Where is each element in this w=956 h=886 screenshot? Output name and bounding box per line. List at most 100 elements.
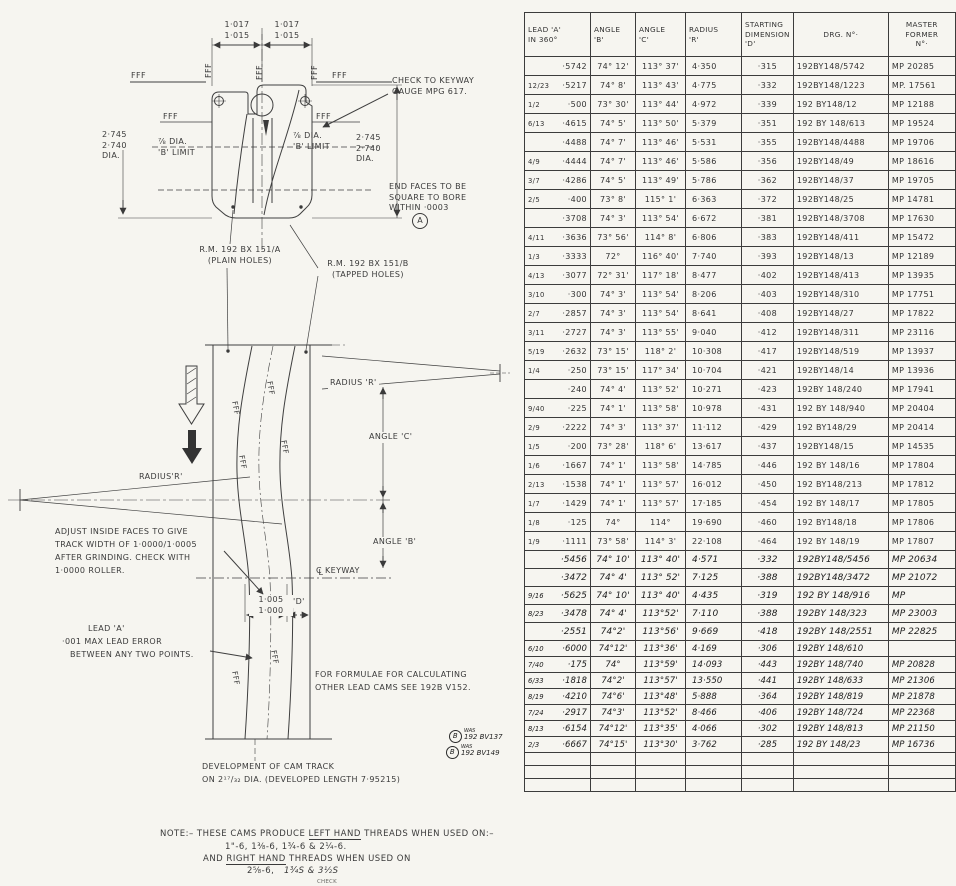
lead-a-label: LEAD 'A' [88,624,125,633]
fff-mark-track: FFF [230,400,242,416]
cell-lead-a: 4/9·4444 [524,151,591,171]
cell-dimension-d: ·423 [741,379,794,399]
cell-master-former [887,752,956,766]
cell-drg-no [792,752,889,766]
check-scribble: CHECK [317,879,337,885]
cell-lead-a: 6/33·1818 [524,672,591,689]
cell-radius-r: 6·806 [685,227,742,247]
development-note: DEVELOPMENT OF CAM TRACK ON 2¹⁷/₃₂ DIA. … [202,762,401,784]
track-width-dimension: 1·005 1·000 [249,595,293,616]
dimension-top-left: 1·017 1·015 [224,20,250,40]
cell-radius-r: 6·363 [685,189,742,209]
cell-angle-c: 113° 50' [635,113,686,133]
cell-angle-b: 74° 3' [590,208,636,228]
cell-lead-a: 7/40·175 [524,656,591,673]
cell-lead-a: 8/19·4210 [524,688,591,705]
table-row [524,752,956,766]
cell-lead-a: 1/4·250 [524,360,591,380]
cell-dimension-d: ·372 [741,189,794,209]
cell-angle-b: 74° 5' [590,170,636,190]
cell-radius-r: 13·550 [685,672,742,689]
cell-angle-c: 113° 54' [635,284,686,304]
cell-master-former: MP 19705 [887,170,956,190]
cell-dimension-d: ·356 [741,151,794,171]
cam-end-view-outline [211,84,313,219]
threads-note-line-4: 2⅝-6, 1¾S & 3½S [247,866,339,876]
cell-angle-b: 74° 1' [590,455,636,475]
cell-drg-no: 192BY 148/819 [792,688,889,705]
revision-badge: B [446,746,459,759]
cell-drg-no: 192 BY 148/19 [792,531,889,551]
cell-angle-c: 116° 40' [635,246,686,266]
cell-dimension-d: ·393 [741,246,794,266]
cell-dimension-d [741,778,794,792]
cell-lead-a: 3/11·2727 [524,322,591,342]
cell-radius-r: 7·125 [685,568,742,587]
datum-a-badge: A [412,213,428,229]
cell-angle-b [590,752,636,766]
cell-lead-a: 2/9·2222 [524,417,591,437]
cell-lead-a: 1/7·1429 [524,493,591,513]
cell-angle-b: 74°15' [590,736,636,753]
cell-lead-a: ·3708 [524,208,591,228]
cell-drg-no: 192BY 148/633 [792,672,889,689]
cell-master-former: MP 23116 [887,322,956,342]
cell-drg-no: 192 BY 148/17 [792,493,889,513]
direction-arrow-hatched [178,365,205,425]
cell-angle-b [590,765,636,779]
cell-angle-c: 113° 58' [635,455,686,475]
cell-angle-c: 113° 43' [635,75,686,95]
cell-drg-no: 192BY148/27 [792,303,889,323]
cell-angle-b: 74° 1' [590,398,636,418]
cell-angle-b: 73° 15' [590,360,636,380]
cell-dimension-d: ·429 [741,417,794,437]
cell-radius-r [685,765,742,779]
cell-angle-c: 113° 52' [635,379,686,399]
cell-angle-b: 74° 3' [590,322,636,342]
cell-lead-a: ·5456 [524,550,591,569]
cell-angle-c: 113°52' [635,704,686,721]
cell-radius-r: 5·531 [685,132,742,152]
cell-angle-c: 114° 3' [635,531,686,551]
cell-lead-a: 3/7·4286 [524,170,591,190]
cell-radius-r: 3·762 [685,736,742,753]
adjust-faces-note: ADJUST INSIDE FACES TO GIVE TRACK WIDTH … [55,527,198,575]
cell-radius-r: 8·466 [685,704,742,721]
cell-radius-r: 6·672 [685,208,742,228]
cell-dimension-d: ·302 [741,720,794,737]
cell-drg-no: 192BY148/5742 [792,56,889,76]
cell-dimension-d: ·355 [741,132,794,152]
cell-dimension-d: ·319 [741,586,794,605]
cell-master-former: MP 13935 [887,265,956,285]
cell-dimension-d: ·437 [741,436,794,456]
cell-lead-a: 8/13·6154 [524,720,591,737]
cell-master-former: MP 12189 [887,246,956,266]
cell-angle-c: 113° 54' [635,303,686,323]
cell-angle-c: 113° 57' [635,493,686,513]
cell-angle-b: 72° 31' [590,265,636,285]
cell-dimension-d: ·443 [741,656,794,673]
cell-angle-c: 118° 6' [635,436,686,456]
cell-radius-r: 10·271 [685,379,742,399]
cell-angle-b: 74° 4' [590,379,636,399]
cell-dimension-d: ·403 [741,284,794,304]
cell-angle-b: 73° 28' [590,436,636,456]
cell-dimension-d: ·406 [741,704,794,721]
cell-angle-c: 113°48' [635,688,686,705]
cell-angle-b: 74° 8' [590,75,636,95]
cell-lead-a: 7/24·2917 [524,704,591,721]
cell-master-former: MP 17751 [887,284,956,304]
cell-master-former: MP 16736 [887,736,956,753]
cell-angle-c: 113° 44' [635,94,686,114]
